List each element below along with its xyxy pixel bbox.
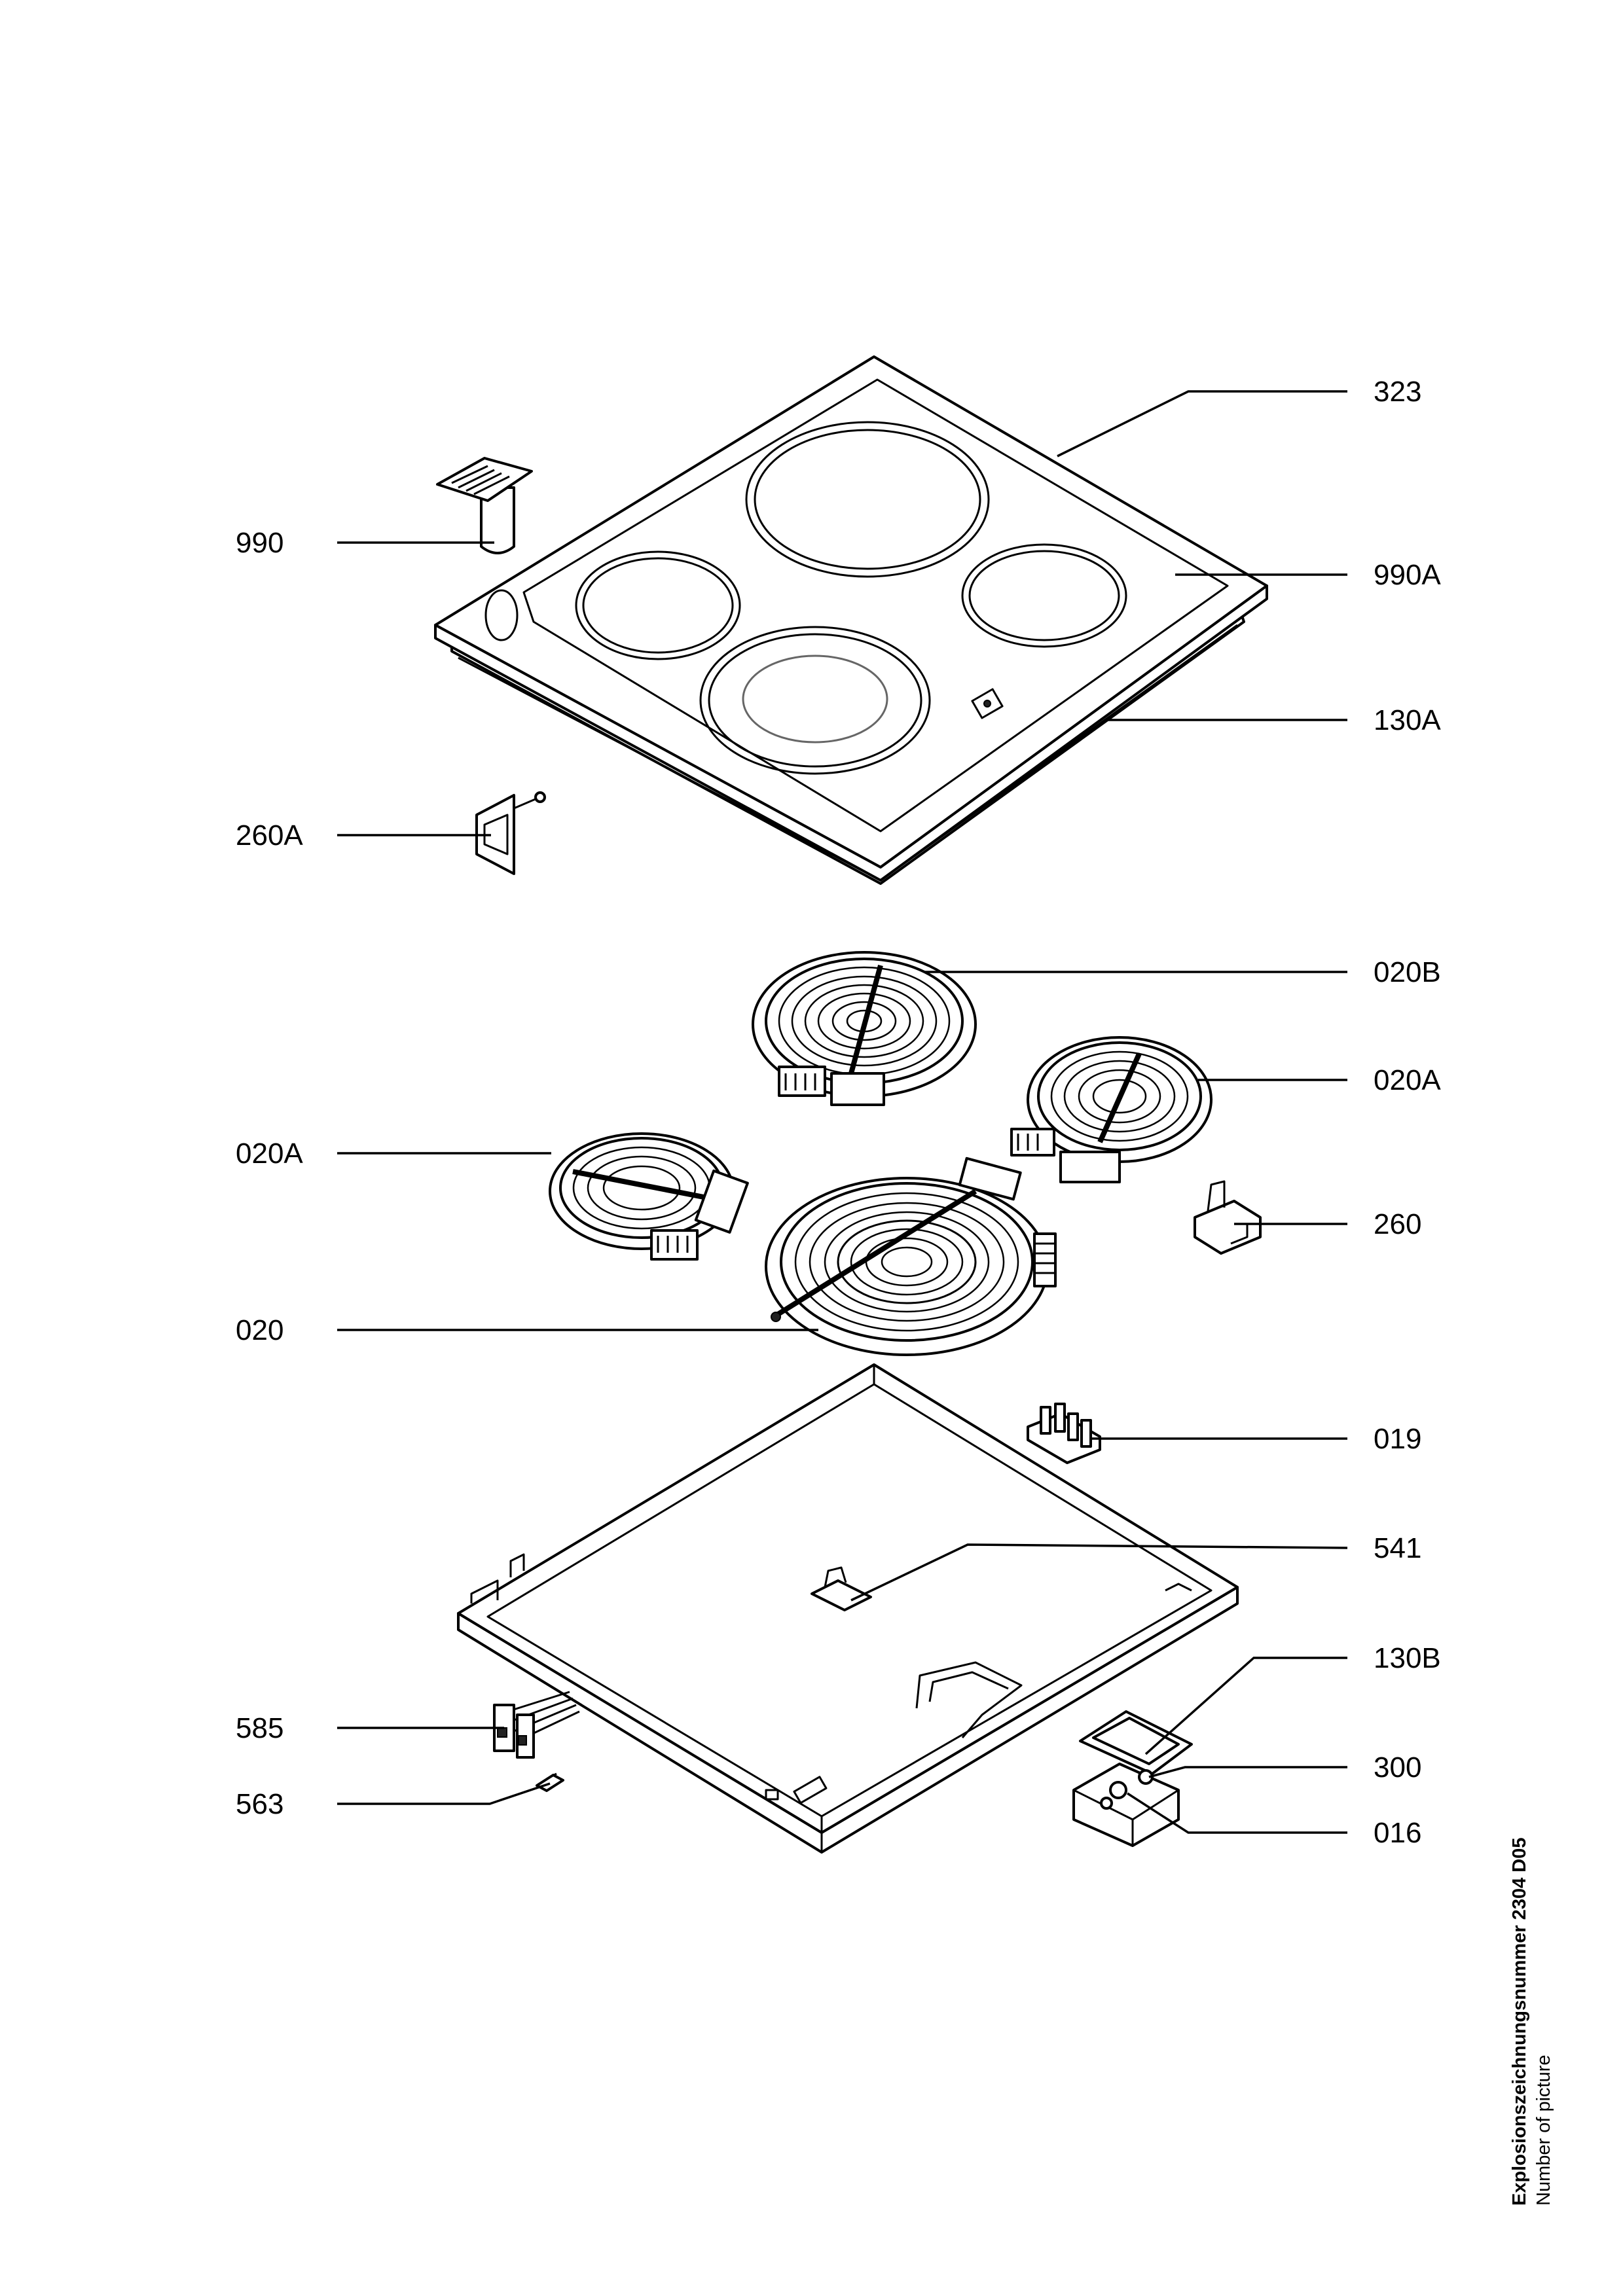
heater-020 bbox=[765, 1157, 1057, 1356]
label-019: 019 bbox=[1374, 1423, 1421, 1455]
label-585: 585 bbox=[236, 1712, 283, 1744]
label-020: 020 bbox=[236, 1314, 283, 1346]
label-020A-left: 020A bbox=[236, 1138, 303, 1170]
caption-drawing-number: Explosionszeichnungsnummer 2304 D05 bbox=[1509, 1837, 1530, 2206]
label-990A: 990A bbox=[1374, 559, 1441, 591]
label-300: 300 bbox=[1374, 1751, 1421, 1784]
label-260A: 260A bbox=[236, 819, 303, 852]
heater-020A-right bbox=[1010, 1036, 1213, 1183]
label-323: 323 bbox=[1374, 376, 1421, 408]
caption-number-of-picture: Number of picture bbox=[1533, 2054, 1554, 2206]
label-020A-right: 020A bbox=[1374, 1064, 1441, 1096]
bottom-tray bbox=[457, 1363, 1239, 1854]
part-labels-right: 323 990A 130A 020B 020A 260 019 541 130B… bbox=[1374, 376, 1441, 1849]
label-990: 990 bbox=[236, 527, 283, 559]
terminal-block-019 bbox=[1027, 1403, 1101, 1464]
label-541: 541 bbox=[1374, 1532, 1421, 1564]
label-130B: 130B bbox=[1374, 1642, 1441, 1674]
control-unit bbox=[1072, 1710, 1193, 1847]
label-563: 563 bbox=[236, 1788, 283, 1820]
label-130A: 130A bbox=[1374, 704, 1441, 736]
hob-top-panel bbox=[434, 355, 1268, 885]
part-labels-left: 990 260A 020A 020 585 563 bbox=[236, 527, 303, 1820]
bracket-260A bbox=[475, 791, 546, 875]
clip-260 bbox=[1194, 1180, 1262, 1255]
heater-020A-left bbox=[549, 1132, 749, 1261]
cable-harness-585 bbox=[493, 1691, 580, 1759]
heater-020B bbox=[752, 951, 977, 1106]
label-020B: 020B bbox=[1374, 956, 1441, 988]
connector-563 bbox=[536, 1772, 564, 1792]
label-016: 016 bbox=[1374, 1817, 1421, 1849]
leader-lines bbox=[337, 390, 1348, 1834]
knob-990 bbox=[436, 457, 533, 554]
label-260: 260 bbox=[1374, 1208, 1421, 1240]
drawing-number-caption: Explosionszeichnungsnummer 2304 D05 Numb… bbox=[1509, 1837, 1588, 2206]
